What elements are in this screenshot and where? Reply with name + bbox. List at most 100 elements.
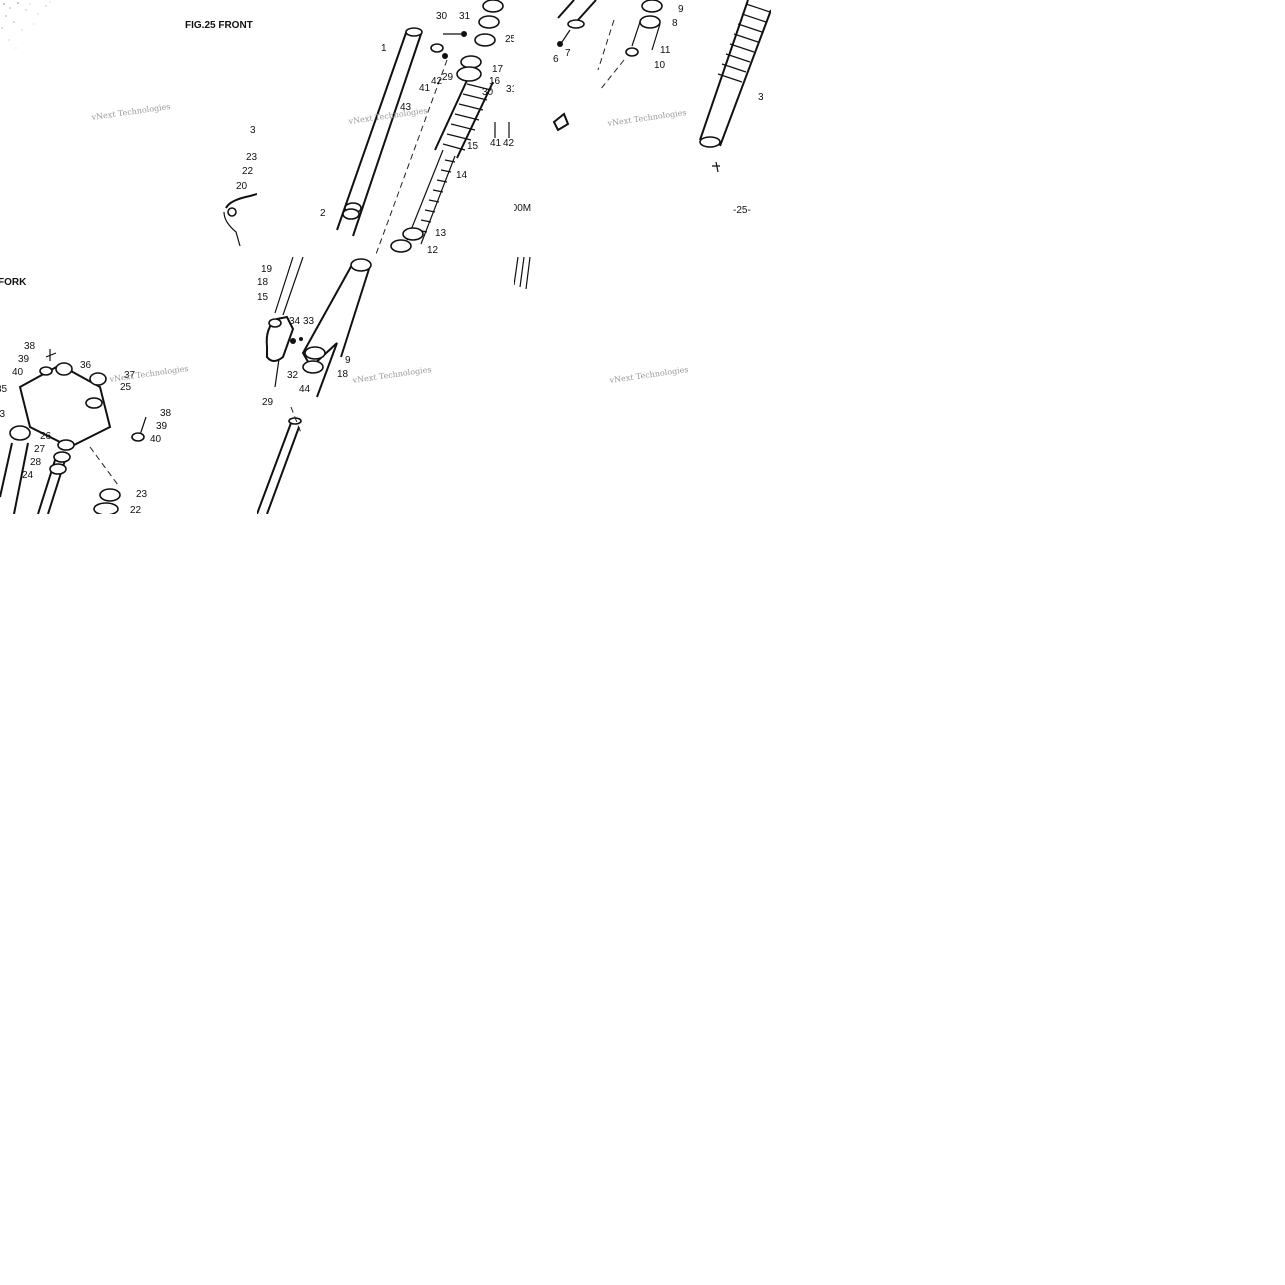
- callout-label: 34: [289, 316, 301, 327]
- callout-label: 17: [492, 64, 504, 75]
- callout-label: 1: [381, 43, 387, 54]
- callout-label: 37: [124, 370, 136, 381]
- callout-label: 8: [672, 18, 678, 29]
- brake-bracket: [265, 315, 295, 362]
- diagram-tile-blank: vNext Technologies: [514, 257, 771, 514]
- callout-label: 22: [130, 505, 142, 514]
- washer: [39, 366, 53, 376]
- callout-label: 36: [80, 360, 92, 371]
- watermark-4: vNext Technologies: [108, 364, 189, 384]
- fork-lower-drawing: 19 18 4 5 15 34 33 32 44 29 9 18 vNext T…: [257, 257, 432, 514]
- svg-text:vNext Technologies: vNext Technologies: [351, 365, 432, 385]
- callout-label: 15: [467, 141, 479, 152]
- callout-label: 30: [436, 11, 448, 22]
- stem-washer: [93, 502, 119, 514]
- coil-fragment: [514, 257, 531, 290]
- callout-label: 40: [12, 367, 24, 378]
- callout-label: 25: [120, 382, 132, 393]
- diagram-tile-fork-cap: 9 8 6 7 11 10 3 T500M -25- vNext Technol…: [514, 0, 771, 257]
- bracket-outline: [225, 193, 257, 209]
- diagram-tile-fork-upper: 30 31 25 1 42 29 41 17 16 30 31 43 15 41…: [257, 0, 514, 257]
- washer: [567, 19, 585, 29]
- callout-label: 29: [262, 397, 274, 408]
- bolt-hole: [89, 372, 107, 386]
- fork-upper-drawing: 30 31 25 1 42 29 41 17 16 30 31 43 15 41…: [320, 0, 514, 257]
- assembly-centerline: [597, 19, 615, 71]
- callout-label: 39: [18, 354, 30, 365]
- bolt-hole: [227, 207, 237, 217]
- ring-part: [639, 15, 661, 29]
- callout-label: 29: [442, 72, 454, 83]
- callout-label: 40: [150, 434, 162, 445]
- callout-label: 3: [758, 92, 764, 103]
- figure-title-tail: FORK: [0, 277, 27, 288]
- ring-part: [482, 0, 504, 13]
- callout-label: 23: [136, 489, 148, 500]
- callout-label: 9: [345, 355, 351, 366]
- svg-text:vNext Technologies: vNext Technologies: [608, 365, 689, 385]
- spring-seat: [390, 239, 412, 253]
- tube-outline: [557, 0, 575, 19]
- callout-label: 6: [553, 54, 559, 65]
- fork-spring: [406, 149, 456, 245]
- seal-ring: [304, 346, 326, 360]
- bearing-race: [49, 463, 67, 475]
- watermark-5: vNext Technologies: [351, 365, 432, 385]
- callout-label: 18: [257, 277, 269, 288]
- boot-coils: [717, 3, 771, 83]
- callout-label: 4: [293, 257, 299, 260]
- callout-label: 12: [427, 245, 439, 256]
- watermark-2: vNext Technologies: [347, 106, 428, 126]
- ring-part: [474, 33, 496, 47]
- bracket-outline: [223, 211, 241, 247]
- bolt-hole: [55, 362, 73, 376]
- nut: [290, 338, 296, 344]
- ring-part: [625, 47, 639, 57]
- diagram-tile-top-left: vNext Technologies: [0, 0, 257, 257]
- seal-ring: [302, 360, 324, 374]
- callout-label: 26: [40, 431, 52, 442]
- callout-label: 16: [489, 76, 501, 87]
- callout-label: 23: [246, 152, 257, 163]
- callout-label: 3: [250, 125, 256, 136]
- outer-tube: [699, 0, 749, 141]
- callout-label: 33: [303, 316, 315, 327]
- callout-label: 39: [156, 421, 168, 432]
- lower-tube: [257, 422, 300, 514]
- tube-end: [699, 136, 721, 148]
- callout-label: 30: [482, 87, 494, 98]
- callout-label: 38: [160, 408, 172, 419]
- steering-stem-drawing: FORK 38 39 40 36 37 25 35: [0, 277, 189, 514]
- callout-label: 41: [419, 83, 431, 94]
- washer: [299, 337, 303, 341]
- bracket-hole: [268, 318, 282, 328]
- callout-label: 38: [24, 341, 36, 352]
- bearing-race: [57, 439, 75, 451]
- callout-label: 14: [456, 170, 468, 181]
- drain-bolt: [274, 358, 280, 388]
- page-number: -25-: [733, 205, 751, 216]
- hook-bracket: [552, 112, 570, 132]
- watermark-3: vNext Technologies: [606, 108, 687, 128]
- bolt: [139, 416, 147, 436]
- assembly-centerline: [599, 59, 625, 91]
- callout-label: 35: [0, 384, 8, 395]
- callout-label: 42: [503, 138, 514, 149]
- bolt: [45, 349, 57, 361]
- callout-label: 25: [505, 34, 514, 45]
- callout-label: 13: [435, 228, 447, 239]
- stem-shaft: [0, 442, 29, 514]
- ring-part: [456, 66, 482, 82]
- fork-cap-drawing: 9 8 6 7 11 10 3 T500M -25- vNext Technol…: [514, 0, 771, 216]
- bearing-race: [53, 451, 71, 463]
- callout-label: 31: [506, 84, 514, 95]
- callout-label: 27: [34, 444, 46, 455]
- callout-label: 10: [654, 60, 666, 71]
- screw: [561, 29, 571, 43]
- outer-tube: [719, 9, 771, 147]
- callout-label: 9: [678, 4, 684, 15]
- scan-noise-graphic: vNext Technologies: [1, 1, 171, 122]
- watermark-6: vNext Technologies: [608, 365, 689, 385]
- diagram-tile-fork-lower: 19 18 4 5 15 34 33 32 44 29 9 18 vNext T…: [257, 257, 514, 514]
